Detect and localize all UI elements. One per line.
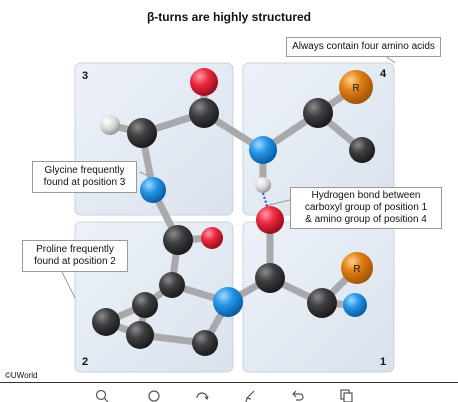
oxygen-atom-pos1: [256, 206, 284, 234]
position-number-1: 1: [380, 356, 387, 368]
carbonyl-carbon-pos1: [255, 263, 285, 293]
callout-text-line: found at position 2: [34, 256, 116, 267]
carbon-atom-pos4-end: [349, 137, 375, 163]
pointer-hbond: [264, 199, 291, 207]
copy-icon[interactable]: [339, 389, 353, 402]
callout-glycine: Glycine frequently found at position 3: [32, 161, 137, 193]
figure-title: β-turns are highly structured: [146, 10, 311, 24]
position-number-2: 2: [82, 356, 89, 368]
carbon-atom-ring: [92, 308, 120, 336]
divider: [0, 382, 458, 383]
carbon-atom-ring: [192, 330, 218, 356]
zoom-icon[interactable]: [95, 389, 109, 402]
r-label-pos1: R: [353, 264, 360, 275]
oxygen-atom-pos2: [201, 227, 223, 249]
callout-text: Always contain four amino acids: [292, 41, 435, 52]
circle-icon[interactable]: [147, 389, 161, 402]
callout-text-line: found at position 3: [43, 177, 126, 188]
pointer-icon[interactable]: [243, 389, 257, 402]
callout-text-line: Proline frequently: [36, 244, 114, 255]
callout-text-line: & amino group of position 4: [305, 214, 427, 225]
carbon-atom-ring: [132, 292, 158, 318]
r-label-pos4: R: [352, 83, 359, 94]
callout-text-line: Hydrogen bond between: [311, 190, 421, 201]
oxygen-atom-pos3: [190, 68, 218, 96]
callout-text-line: Glycine frequently: [44, 165, 125, 176]
pointer-proline: [61, 271, 76, 299]
carbon-atom-alpha-proline: [159, 272, 185, 298]
viewer-toolbar: [95, 389, 365, 402]
r-group-pos4: [339, 70, 373, 104]
copyright-credit: ©UWorld: [5, 371, 38, 380]
callout-proline: Proline frequently found at position 2: [22, 240, 128, 272]
nitrogen-atom-pos3: [140, 177, 166, 203]
r-group-pos1: [341, 252, 373, 284]
callout-text-line: carboxyl group of position 1: [304, 202, 428, 213]
carbon-atom-alpha-pos4: [303, 98, 333, 128]
carbonyl-carbon-pos2: [163, 225, 193, 255]
nitrogen-atom-pos1: [343, 293, 367, 317]
hydrogen-atom-glycine: [100, 115, 120, 135]
position-number-4: 4: [380, 68, 387, 80]
callout-hydrogen-bond: Hydrogen bond between carboxyl group of …: [290, 187, 442, 229]
undo-icon[interactable]: [291, 389, 305, 402]
hydrogen-atom-amino: [255, 177, 271, 193]
carbon-atom: [189, 98, 219, 128]
carbon-atom-alpha-pos1: [307, 288, 337, 318]
carbon-atom-alpha-glycine: [127, 118, 157, 148]
carbon-atom-ring: [126, 321, 154, 349]
callout-four-amino-acids: Always contain four amino acids: [286, 37, 441, 57]
rotate-icon[interactable]: [195, 389, 209, 402]
nitrogen-atom-proline: [213, 287, 243, 317]
position-number-3: 3: [82, 70, 89, 82]
nitrogen-atom-pos4: [249, 136, 277, 164]
